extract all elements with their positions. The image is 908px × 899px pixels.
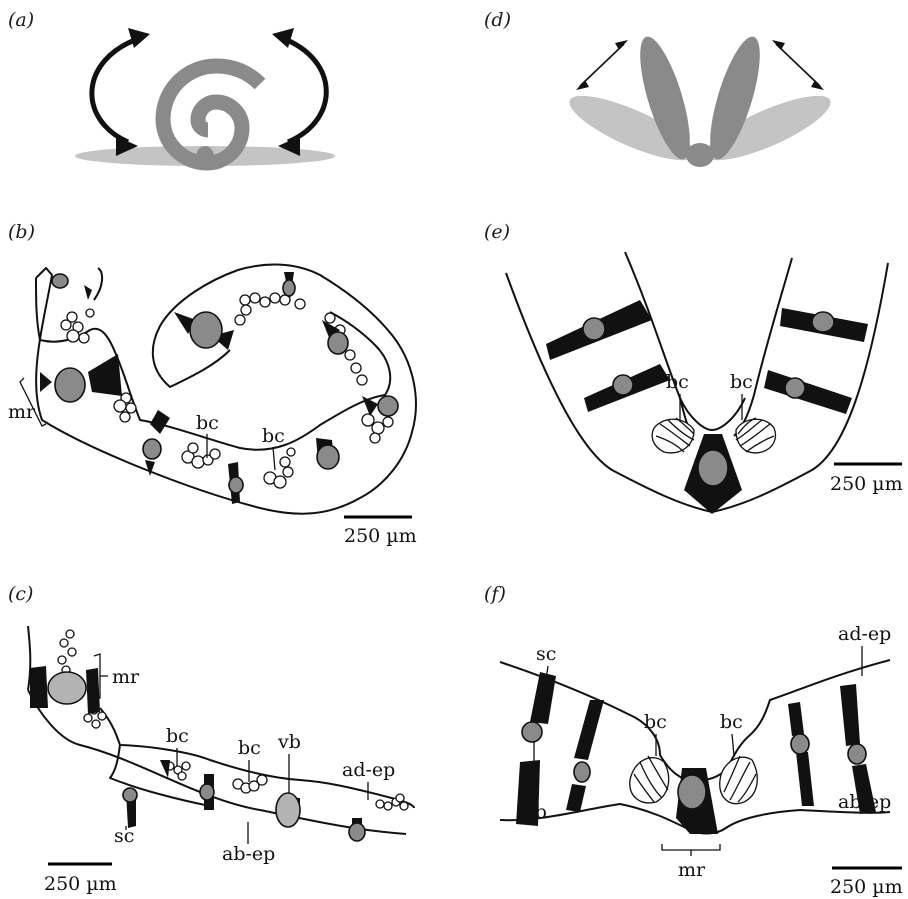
panel-b-cross-section: mr bc bc 250 µm xyxy=(8,265,417,547)
panel-e-vb-2 xyxy=(613,375,633,395)
panel-e-vb-1 xyxy=(583,318,605,340)
panel-a-left-arrowhead-top xyxy=(128,28,150,48)
panel-b-bc-leader-2 xyxy=(273,447,275,470)
panel-f-vb-3 xyxy=(791,734,809,754)
panel-f-bc-label-1: bc xyxy=(644,711,667,733)
panel-a-left-arrow xyxy=(92,38,140,142)
panel-f-cross-section: sc vb bc bc ad-ep ab-ep mr 250 µm xyxy=(500,623,903,898)
panel-a-coiled-leaf xyxy=(75,28,335,168)
panel-letter-a: (a) xyxy=(8,9,34,31)
panel-f-scl-1 xyxy=(530,672,556,724)
panel-f-scale-label: 250 µm xyxy=(830,876,903,898)
panel-letter-f: (f) xyxy=(484,583,506,605)
panel-f-scl-3 xyxy=(574,700,604,760)
panel-d-right-arrow xyxy=(776,44,820,86)
panel-d-right-arrowhead-b xyxy=(811,80,824,90)
panel-c-scale-label: 250 µm xyxy=(44,873,117,895)
panel-f-vb-4 xyxy=(848,744,866,764)
panel-f-mr-label: mr xyxy=(678,859,706,881)
panel-e-scale-label: 250 µm xyxy=(830,473,903,495)
panel-f-vb-label: vb xyxy=(523,801,547,823)
panel-b-scale-label: 250 µm xyxy=(344,525,417,547)
panel-e-bulliform-left xyxy=(652,418,694,453)
panel-e-vb-5 xyxy=(698,450,728,486)
panel-f-bc-leader-2 xyxy=(732,734,734,756)
panel-c-bulliform-cells xyxy=(58,630,408,810)
panel-f-bulliform-right xyxy=(720,756,758,804)
panel-f-sc-label: sc xyxy=(536,643,556,665)
panel-c-sc-label: sc xyxy=(114,825,134,847)
panel-e-inner-left xyxy=(625,252,694,436)
panel-c-bc-label-1: bc xyxy=(166,725,189,747)
panel-f-scl-7 xyxy=(840,684,860,746)
panel-letter-b: (b) xyxy=(8,221,35,243)
panel-e-bulliform-right xyxy=(736,418,776,453)
panel-d-folding-leaf xyxy=(563,32,838,172)
panel-e-vb-4 xyxy=(785,378,805,398)
panel-f-ab-ep-label: ab-ep xyxy=(838,791,891,813)
panel-f-upper-wall xyxy=(500,660,890,781)
panel-b-bc-label-1: bc xyxy=(196,412,219,434)
panel-b-bc-label-2: bc xyxy=(262,425,285,447)
panel-letter-c: (c) xyxy=(8,583,33,605)
panel-e-inner-right xyxy=(734,258,792,436)
panel-f-scl-5 xyxy=(788,702,804,736)
panel-c-vb-label: vb xyxy=(277,731,301,753)
panel-c-ad-ep-label: ad-ep xyxy=(342,759,395,781)
panel-d-right-arrowhead-a xyxy=(772,40,785,50)
panel-letter-d: (d) xyxy=(484,9,511,31)
panel-f-vb-1 xyxy=(522,722,542,742)
panel-a-right-arrow xyxy=(282,38,326,142)
panel-f-mr-bracket xyxy=(662,844,720,850)
panel-letter-e: (e) xyxy=(484,221,510,243)
panel-a-right-arrowhead-top xyxy=(272,28,294,48)
panel-d-left-arrow xyxy=(580,44,624,86)
panel-f-bc-label-2: bc xyxy=(720,711,743,733)
panel-e-vb-3 xyxy=(812,312,834,332)
panel-f-vb-5 xyxy=(678,775,706,809)
panel-e-bc-label-2: bc xyxy=(730,371,753,393)
panel-c-ab-ep-label: ab-ep xyxy=(222,843,275,865)
panel-d-left-arrowhead-b xyxy=(615,40,628,50)
panel-f-vb-2 xyxy=(574,762,590,782)
panel-a-midrib xyxy=(196,146,214,168)
panel-f-scl-6 xyxy=(796,752,814,806)
panel-e-cross-section: bc bc 250 µm xyxy=(506,252,903,514)
panel-e-scl-4 xyxy=(764,370,852,414)
panel-f-bulliform-left xyxy=(630,756,669,803)
panel-b-mr-label: mr xyxy=(8,401,36,423)
panel-f-scl-4 xyxy=(566,784,586,812)
panel-c-bc-label-2: bc xyxy=(238,737,261,759)
panel-d-left-arrowhead-a xyxy=(576,80,589,90)
panel-f-ad-ep-label: ad-ep xyxy=(838,623,891,645)
panel-d-midrib xyxy=(686,143,714,167)
panel-c-cross-section: mr bc bc vb ad-ep sc ab-ep 250 µm xyxy=(28,626,414,895)
panel-c-mr-label: mr xyxy=(112,666,140,688)
panel-e-bc-label-1: bc xyxy=(666,371,689,393)
